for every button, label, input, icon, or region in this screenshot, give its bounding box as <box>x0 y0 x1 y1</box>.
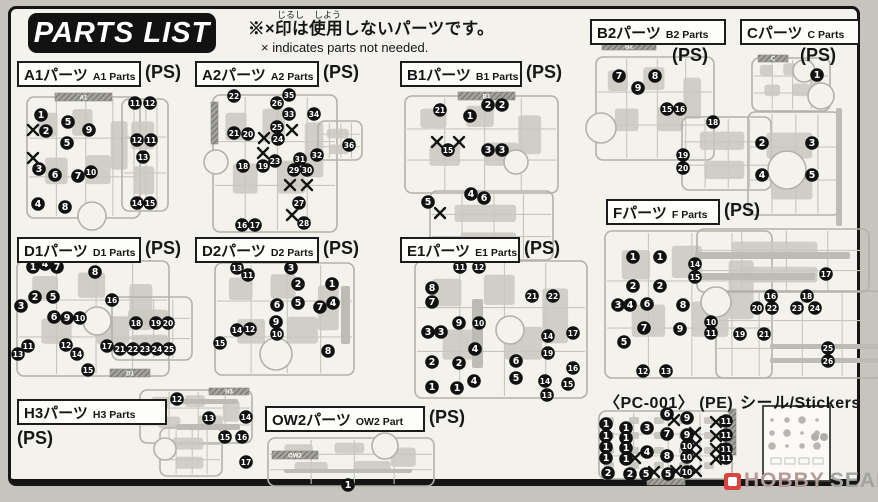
label-jp: B2パーツ <box>597 25 661 42</box>
label-PC-001: 〈PC-001〉 (PE) <box>604 395 734 412</box>
watermark-search-text: SEARCH <box>829 469 878 492</box>
page-title: PARTS LIST <box>28 13 216 53</box>
hobbysearch-logo-icon <box>724 472 741 490</box>
material-A2: (PS) <box>323 62 359 82</box>
label-en: B2 Parts <box>665 29 709 41</box>
label-jp: Cパーツ <box>747 25 803 42</box>
label-en: B1 Parts <box>475 71 519 83</box>
hobbysearch-watermark: HOBBY SEARCH <box>724 469 878 493</box>
label-jp: D1パーツ <box>24 243 88 260</box>
label-en: D2 Parts <box>270 247 314 259</box>
label-E1: E1パーツ E1 Parts <box>400 237 520 263</box>
label-B1: B1パーツ B1 Parts <box>400 61 522 87</box>
usage-note: じるし しよう ※×印は使用しないパーツです。 × indicates part… <box>248 10 494 56</box>
label-jp: E1パーツ <box>407 243 471 260</box>
label-jp: Fパーツ <box>613 205 667 222</box>
label-jp: OW2パーツ <box>272 412 351 429</box>
note-japanese: ※×印は使用しないパーツです。 <box>248 20 495 38</box>
material-C: (PS) <box>800 45 836 65</box>
label-A2: A2パーツ A2 Parts <box>195 61 319 87</box>
furigana-jirushi: じるし <box>277 10 305 20</box>
label-jp: A2パーツ <box>202 67 266 84</box>
material-OW2: (PS) <box>429 407 465 427</box>
material-H3: (PS) <box>17 428 53 448</box>
label-en: A2 Parts <box>270 71 314 83</box>
label-D2: D2パーツ D2 Parts <box>195 237 319 263</box>
label-jp: B1パーツ <box>407 67 471 84</box>
material-D2: (PS) <box>323 238 359 258</box>
label-jp: H3パーツ <box>24 405 88 422</box>
label-OW2: OW2パーツ OW2 Part <box>265 406 425 432</box>
label-en: H3 Parts <box>92 409 136 421</box>
label-A1: A1パーツ A1 Parts <box>17 61 141 87</box>
label-B2: B2パーツ B2 Parts <box>590 19 726 45</box>
label-en: F Parts <box>671 209 708 221</box>
label-en: C Parts <box>807 29 845 41</box>
label-F: Fパーツ F Parts <box>606 199 720 225</box>
note-english: × indicates parts not needed. <box>261 39 429 55</box>
label-D1: D1パーツ D1 Parts <box>17 237 141 263</box>
material-B2: (PS) <box>672 45 708 65</box>
material-D1: (PS) <box>145 238 181 258</box>
label-en: A1 Parts <box>92 71 136 83</box>
furigana-line: じるし しよう <box>248 10 494 20</box>
label-jp: A1パーツ <box>24 67 88 84</box>
material-F: (PS) <box>724 200 760 220</box>
label-C: Cパーツ C Parts <box>740 19 860 45</box>
label-stickers: シール/Stickers <box>740 395 861 412</box>
material-E1: (PS) <box>524 238 560 258</box>
furigana-shiyou: しよう <box>314 10 342 20</box>
label-en: E1 Parts <box>475 247 518 259</box>
label-H3: H3パーツ H3 Parts <box>17 399 167 425</box>
label-jp: D2パーツ <box>202 243 266 260</box>
label-en: OW2 Part <box>355 416 404 428</box>
label-en: D1 Parts <box>92 247 136 259</box>
page-title-text: PARTS LIST <box>33 16 211 49</box>
watermark-hobby-text: HOBBY <box>744 469 825 492</box>
material-A1: (PS) <box>145 62 181 82</box>
material-B1: (PS) <box>526 62 562 82</box>
